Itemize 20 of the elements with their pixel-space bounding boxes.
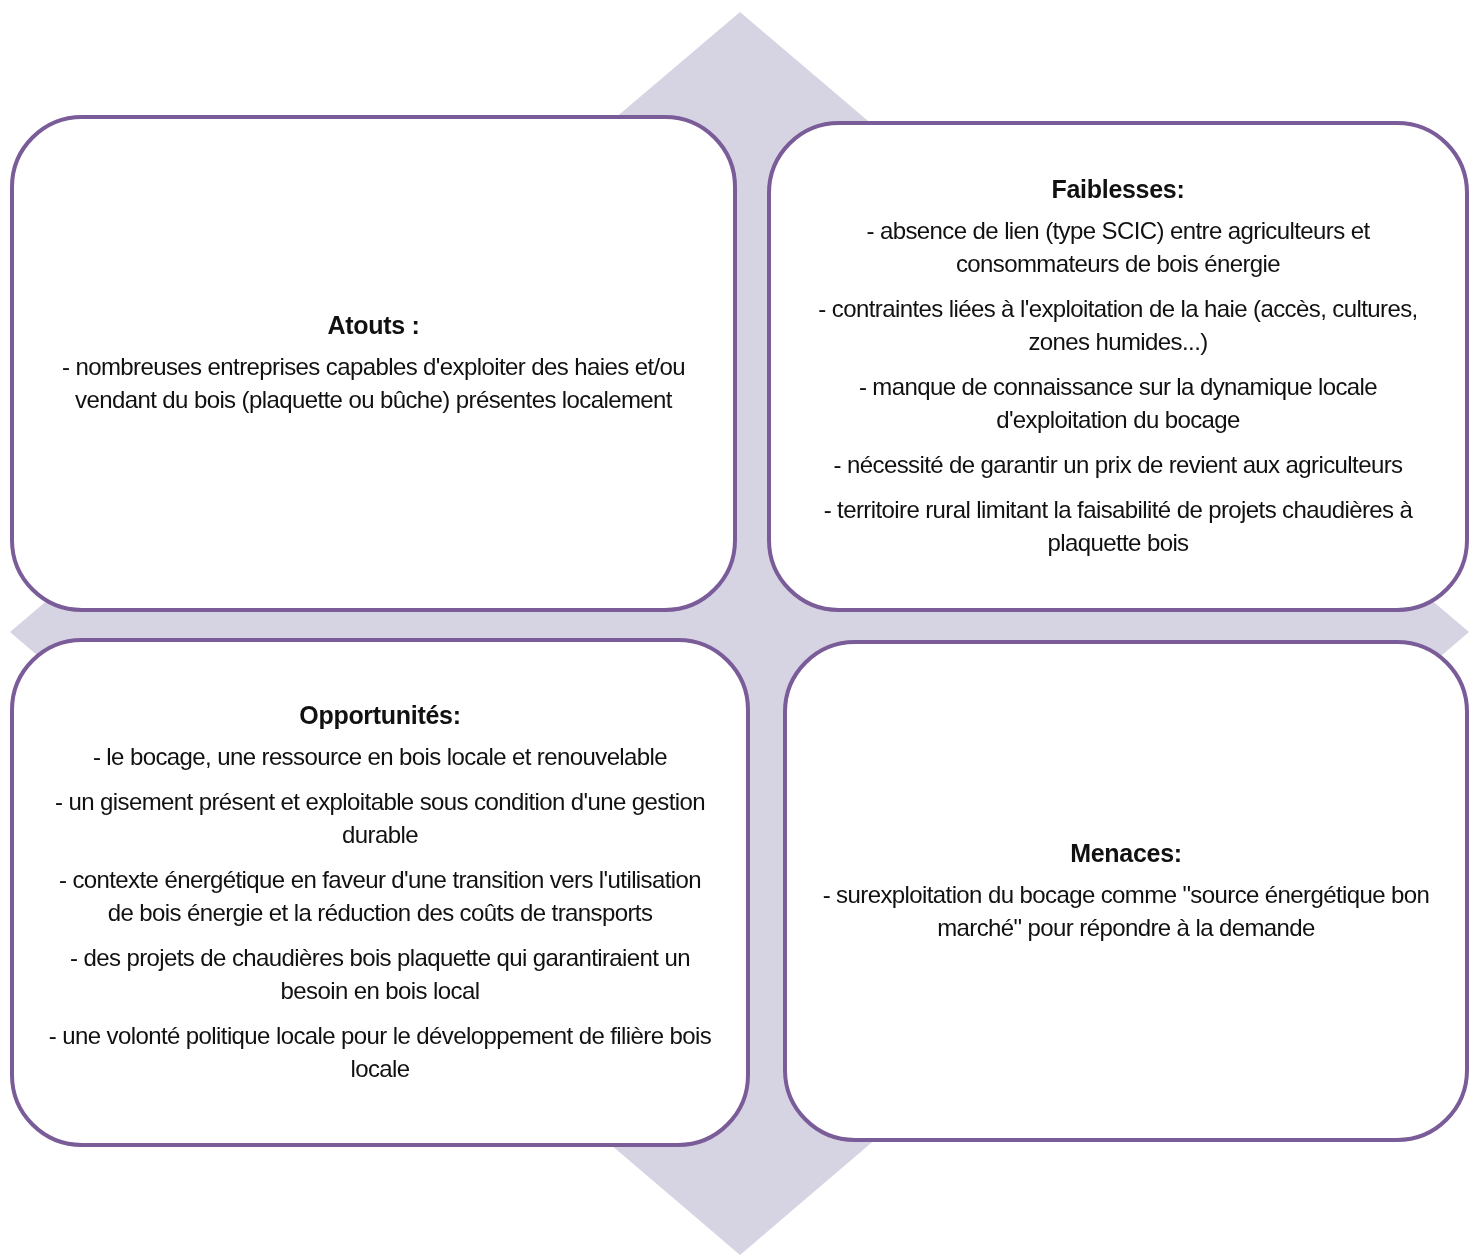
section-heading: Menaces: — [1070, 838, 1182, 868]
bullet-text: - des projets de chaudières bois plaquette qui garantiraient un besoin en bois local — [69, 942, 691, 1006]
section-heading: Atouts : — [327, 311, 420, 340]
bullet-text: - nombreuses entreprises capables d'exploiter des haies et/ou vendant du bois (plaquette ou bûche) présentes localement — [61, 352, 686, 415]
bullet-text: - surexploitation du bocage comme "source énergétique bon marché" pour répondre à la demande — [821, 879, 1431, 943]
section-heading: Faiblesses: — [1051, 174, 1185, 204]
section-heading: Opportunités: — [299, 700, 461, 730]
bullet-text: - une volonté politique locale pour le développement de filière bois locale — [48, 1020, 712, 1084]
swot-card — [783, 640, 1469, 1142]
swot-card — [10, 115, 737, 612]
bullet-text: - nécessité de garantir un prix de revient aux agriculteurs — [833, 449, 1403, 480]
bullet-text: - contraintes liées à l'exploitation de la haie (accès, cultures, zones humides...) — [817, 293, 1419, 357]
bullet-text: - absence de lien (type SCIC) entre agriculteurs et consommateurs de bois énergie — [865, 215, 1371, 279]
bullet-text: - contexte énergétique en faveur d'une transition vers l'utilisation de bois énergie et la réduction des coûts de transports — [57, 864, 703, 928]
bullet-text: - un gisement présent et exploitable sous condition d'une gestion durable — [54, 786, 706, 850]
bullet-text: - territoire rural limitant la faisabilité de projets chaudières à plaquette bois — [822, 494, 1414, 558]
swot-card — [10, 638, 750, 1147]
bullet-text: - manque de connaissance sur la dynamique locale d'exploitation du bocage — [857, 371, 1379, 435]
bullet-text: - le bocage, une ressource en bois locale et renouvelable — [92, 741, 668, 772]
swot-card — [767, 121, 1469, 612]
